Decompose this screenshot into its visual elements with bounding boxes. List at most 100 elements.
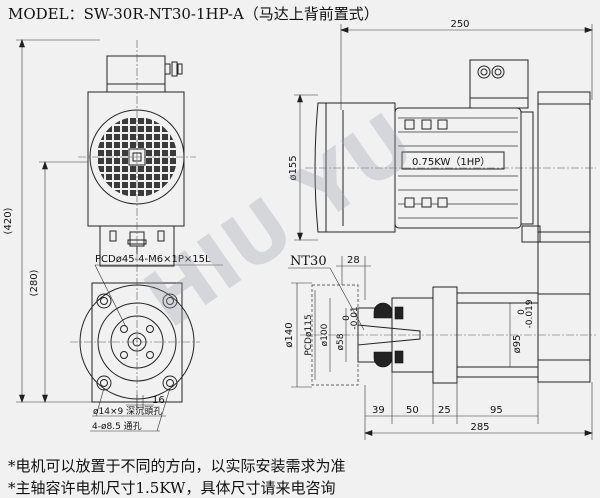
fan-grille-cell — [162, 166, 168, 172]
motor-cooling-fins — [398, 117, 518, 219]
gearbox-body — [537, 91, 591, 243]
fan-grille-cell — [98, 150, 104, 156]
spindle-dia-dims: ø140 PCDø115 ø100 ø58 0 -0.01 ø95 0 -0.0… — [284, 282, 535, 388]
fan-grille-cell — [146, 190, 152, 196]
fan-grille-cell — [114, 158, 120, 164]
fan-grille-cell — [162, 126, 168, 132]
fan-grille-cell — [154, 126, 160, 132]
dia-58-dim: ø58 — [336, 333, 346, 350]
motor-dia-155-dim: ø155 — [288, 155, 299, 180]
offset-16-dim: 16 — [152, 395, 165, 406]
fan-grille-cell — [138, 190, 144, 196]
fan-grille-cell — [106, 182, 112, 188]
nt30-taper-bore — [357, 324, 421, 346]
fan-grille-cell — [154, 118, 160, 124]
fan-grille-cell — [146, 158, 152, 164]
counterbore-note: ø14×9 深沉頭孔 — [93, 406, 162, 417]
dia-95-tol-lower: -0.019 — [525, 299, 535, 328]
model-title: MODEL：SW-30R-NT30-1HP-A（马达上背前置式） — [8, 5, 379, 23]
fan-grille-cell — [98, 118, 104, 124]
fan-grille-cell — [146, 182, 152, 188]
motor-side-view: 250 — [288, 19, 596, 243]
motor-nameplate — [401, 151, 505, 170]
fan-grille-cell — [146, 174, 152, 180]
dia-95-dim: ø95 — [512, 335, 523, 354]
fan-grille-cell — [106, 126, 112, 132]
fan-grille-cell — [130, 190, 136, 196]
fan-grille-cell — [106, 134, 112, 140]
fan-grille-cell — [170, 142, 176, 148]
fan-grille-cell — [162, 142, 168, 148]
dia-58-tol-lower: -0.01 — [350, 306, 360, 329]
motor-bolts — [404, 119, 448, 208]
fan-grille-cell — [154, 166, 160, 172]
fan-grille-cell — [154, 158, 160, 164]
fan-grille-cell — [154, 182, 160, 188]
fan-grille-cell — [122, 174, 128, 180]
fan-grille-cell — [162, 158, 168, 164]
fan-grille-cell — [162, 134, 168, 140]
fan-grille-cell — [154, 174, 160, 180]
fan-grille-cell — [98, 174, 104, 180]
fan-grille-cell — [114, 174, 120, 180]
fan-grille-cell — [114, 190, 120, 196]
fan-grille-cell — [114, 126, 120, 132]
through-hole-note: 4-ø8.5 通孔 — [92, 421, 142, 432]
fan-grille-cell — [114, 182, 120, 188]
fan-grille-cell — [146, 150, 152, 156]
dia-95-tol-upper: 0 — [517, 309, 527, 315]
fan-grille-cell — [170, 174, 176, 180]
len-285-dim: 285 — [470, 422, 489, 433]
motor-fan-end — [314, 102, 396, 233]
dia-140-dim: ø140 — [284, 322, 295, 347]
fan-grille-cell — [146, 166, 152, 172]
fan-grille-cell — [138, 142, 144, 148]
len-50-dim: 50 — [406, 405, 419, 416]
fan-grille-cell — [138, 166, 144, 172]
front-motor-cap — [106, 55, 166, 85]
fan-grille-cell — [170, 118, 176, 124]
fan-grille-cell — [138, 134, 144, 140]
fan-grille-cell — [146, 118, 152, 124]
front-m6-holes — [120, 325, 154, 359]
fan-grille-cell — [154, 190, 160, 196]
fan-grille-cell — [114, 166, 120, 172]
fan-grille-cell — [122, 150, 128, 156]
note-line-1: *电机可以放置于不同的方向，以实际安装需求为准 — [8, 457, 346, 475]
height-420-dim: (420) — [3, 207, 14, 234]
fan-grille-cell — [122, 118, 128, 124]
fan-grille-cell — [130, 134, 136, 140]
fan-grille-cell — [154, 142, 160, 148]
fan-grille-cell — [106, 142, 112, 148]
fan-grille-cell — [170, 166, 176, 172]
width-250-dim: 250 — [450, 19, 469, 30]
fan-grille-cell — [122, 142, 128, 148]
pcd-thread-label: PCDø45-4-M6×1P×15L — [95, 254, 211, 265]
fan-grille-cell — [146, 142, 152, 148]
spindle-housing-rear — [537, 241, 591, 383]
fan-grille-cell — [162, 182, 168, 188]
fan-grille-cell — [98, 190, 104, 196]
fan-grille-cell — [138, 182, 144, 188]
fan-grille-cell — [170, 158, 176, 164]
len-25-dim: 25 — [438, 405, 451, 416]
dia-100-dim: ø100 — [320, 323, 330, 346]
fan-grille-cell — [98, 134, 104, 140]
fan-grille-cell — [122, 126, 128, 132]
nt30-label: NT30 — [290, 254, 327, 269]
len-95-dim: 95 — [490, 405, 503, 416]
fan-grille-cell — [122, 158, 128, 164]
fan-grille-cell — [138, 174, 144, 180]
fan-grille-cell — [114, 118, 120, 124]
pcd-115-dim: PCDø115 — [304, 314, 314, 355]
dia-58-tol-upper: 0 — [342, 315, 352, 321]
fan-grille-cell — [138, 126, 144, 132]
fan-grille-cell — [114, 134, 120, 140]
fan-grille-cell — [138, 118, 144, 124]
fan-grille-cell — [98, 142, 104, 148]
front-flange-square — [91, 282, 183, 403]
fan-grille-cell — [162, 150, 168, 156]
fan-grille-cell — [130, 182, 136, 188]
front-cable-stubs — [164, 61, 183, 77]
